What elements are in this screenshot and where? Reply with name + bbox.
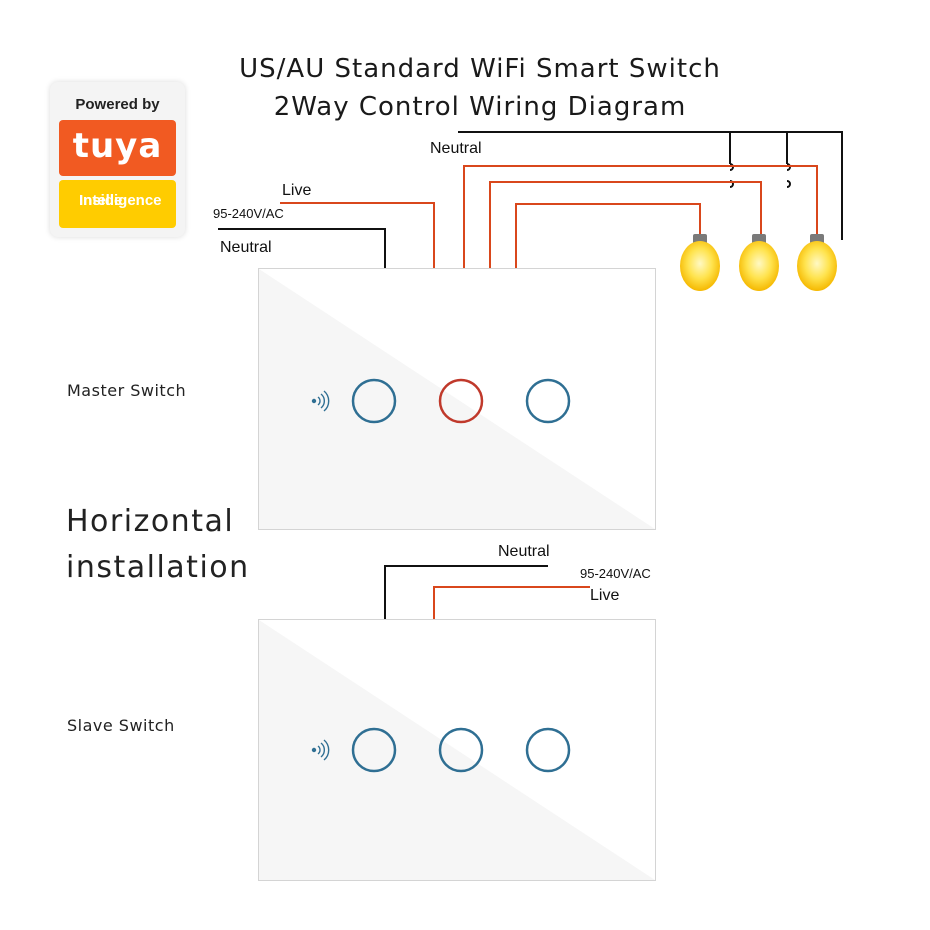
- intelligence-inside-badge: Intelligence Inside: [59, 180, 176, 228]
- diagram-title-line2: 2Way Control Wiring Diagram: [273, 92, 687, 122]
- master-neutral-wire: [218, 228, 386, 268]
- slave-neutral-label: Neutral: [498, 543, 550, 560]
- touch-button-3[interactable]: [525, 727, 571, 773]
- wifi-signal-icon: [311, 390, 330, 412]
- slave-live-label: Live: [590, 587, 620, 604]
- slave-voltage-label: 95-240V/AC: [580, 566, 651, 581]
- light-bulb-icon: [797, 234, 837, 291]
- touch-button-2[interactable]: [438, 727, 484, 773]
- master-switch-panel: [258, 268, 656, 530]
- panel-glass-reflection: [259, 620, 655, 880]
- installation-label: Horizontal installation: [66, 499, 250, 591]
- powered-by-text: Powered by: [75, 96, 160, 113]
- light-bulb-icon: [739, 234, 779, 291]
- slave-switch-label: Slave Switch: [67, 716, 175, 735]
- installation-line2: installation: [66, 550, 250, 585]
- load-wire-3: [515, 203, 701, 268]
- intelligence-line1: Intelligence: [79, 192, 162, 209]
- master-panel-graphic: [259, 269, 655, 529]
- slave-panel-graphic: [259, 620, 655, 880]
- installation-line1: Horizontal: [66, 504, 235, 539]
- master-switch-label: Master Switch: [67, 381, 187, 400]
- lamp-neutral-label: Neutral: [430, 140, 482, 157]
- panel-glass-reflection: [259, 269, 655, 529]
- master-voltage-label: 95-240V/AC: [213, 206, 284, 221]
- load-wire-1: [463, 165, 818, 268]
- tuya-brand-text: tuya: [72, 126, 163, 166]
- master-neutral-label: Neutral: [220, 239, 272, 256]
- master-live-wire: [280, 202, 435, 268]
- tuya-logo: Powered by tuya Intelligence Inside: [50, 82, 185, 237]
- touch-button-1[interactable]: [351, 378, 397, 424]
- master-live-label: Live: [282, 182, 312, 199]
- touch-button-2[interactable]: [438, 378, 484, 424]
- tuya-brand-badge: tuya: [59, 120, 176, 176]
- slave-live-wire: [433, 586, 590, 619]
- diagram-title-line1: US/AU Standard WiFi Smart Switch: [239, 54, 721, 84]
- wifi-signal-icon: [311, 739, 330, 761]
- touch-button-3[interactable]: [525, 378, 571, 424]
- touch-button-1[interactable]: [351, 727, 397, 773]
- intelligence-line2: Inside: [79, 192, 123, 209]
- load-wire-2: [489, 181, 762, 268]
- slave-neutral-wire: [384, 565, 548, 619]
- slave-switch-panel: [258, 619, 656, 881]
- light-bulb-icon: [680, 234, 720, 291]
